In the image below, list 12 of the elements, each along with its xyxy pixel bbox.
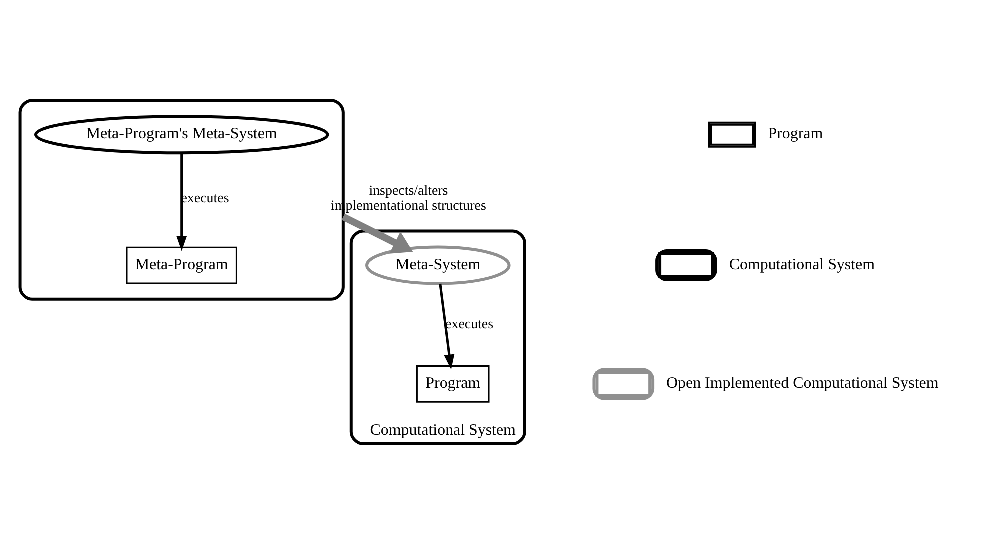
legend-label: Program [768, 125, 824, 142]
node-ellipse: Meta-Program's Meta-System [34, 114, 330, 154]
node-box: Program [416, 365, 490, 402]
arrow [342, 213, 414, 254]
arrow [439, 283, 455, 370]
legend-label: Computational System [729, 256, 876, 273]
node-ellipse: Meta-System [366, 245, 511, 285]
edge-label: executes [446, 317, 494, 332]
legend-label: Open Implemented Computational System [666, 374, 939, 392]
node-box: Meta-Program [126, 246, 238, 284]
arrow [176, 152, 188, 251]
edge-label: executes [181, 190, 230, 206]
